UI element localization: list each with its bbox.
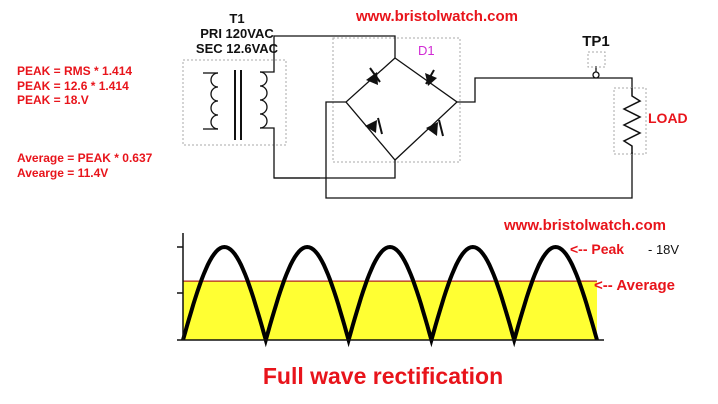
load-label: LOAD [648,110,688,126]
waveform-url: www.bristolwatch.com [503,217,666,234]
transformer-primary-label: PRI 120VAC [200,26,274,41]
test-point-node [592,71,600,79]
primary-coil [210,72,219,130]
load-resistor: LOAD [613,87,688,155]
waveform-plot [177,233,604,348]
rectified-waveform [181,244,599,348]
resistor-zigzag [622,88,642,154]
secondary-coil [259,71,268,129]
formula-average: Average = PEAK * 0.637 [17,151,153,165]
formula-peak-rms: PEAK = RMS * 1.414 [17,64,132,78]
header-url: www.bristolwatch.com [355,8,518,25]
peak-label: <-- Peak [570,241,624,257]
bridge-rectifier: D1 [332,37,461,163]
formula-peak-value: PEAK = 18.V [17,93,89,107]
diode-2-icon [425,73,437,86]
test-point-label: TP1 [582,33,610,50]
transformer-label: T1 [229,11,244,26]
transformer-secondary-label: SEC 12.6VAC [196,41,279,56]
bridge-label: D1 [418,43,435,58]
waveform-title: Full wave rectification [263,363,503,389]
test-point: TP1 [582,33,610,79]
average-fill-area [183,281,597,340]
circuit-wires [260,35,633,199]
bridge-outline [332,37,461,163]
peak-value-label: - 18V [648,242,679,257]
diode-4-icon [426,122,438,136]
formula-peak-calc: PEAK = 12.6 * 1.414 [17,79,129,93]
transformer-outline [182,59,287,146]
bridge-diamond [345,57,459,161]
formula-average-value: Avearge = 11.4V [17,166,108,180]
diode-3-icon [365,120,377,133]
transformer-symbol [182,59,287,146]
average-label: <-- Average [594,277,675,294]
